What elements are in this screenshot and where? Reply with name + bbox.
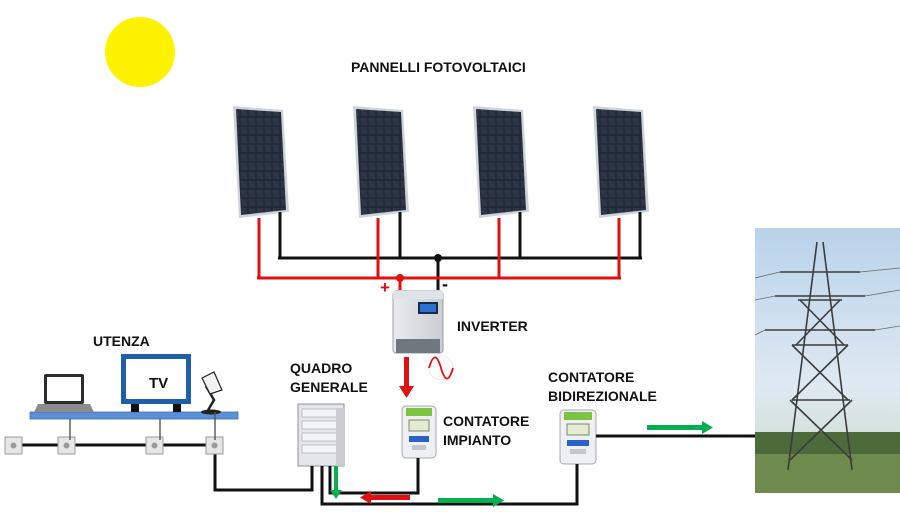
quadro-label-line2: GENERALE — [290, 379, 368, 395]
inverter-to-meter-arrow — [399, 357, 414, 398]
solar-panel-icon — [353, 106, 409, 218]
household-loads — [4, 354, 239, 455]
ac-wiring — [213, 434, 758, 506]
contatore-bidir-label-line1: CONTATORE — [548, 369, 634, 385]
wall-socket-icon — [57, 436, 76, 455]
desk-lamp-icon — [201, 371, 223, 415]
bidirectional-meter-icon — [559, 409, 597, 465]
positive-junction — [396, 274, 404, 282]
export-arrow — [438, 494, 504, 507]
quadro-label-line1: QUADRO — [290, 360, 352, 376]
power-pylon-icon — [754, 228, 900, 493]
panels-title: PANNELLI FOTOVOLTAICI — [351, 59, 526, 75]
grid-export-arrow — [647, 421, 713, 434]
contatore-impianto-label-line2: IMPIANTO — [443, 432, 511, 448]
utenza-label: UTENZA — [93, 333, 150, 349]
sun-icon — [105, 17, 175, 87]
solar-panels — [233, 106, 649, 218]
contatore-impianto-label-line1: CONTATORE — [443, 413, 529, 429]
minus-sign: - — [442, 274, 448, 294]
inverter-label: INVERTER — [457, 318, 528, 334]
wall-socket-icon — [145, 436, 164, 455]
contatore-bidir-label-line2: BIDIREZIONALE — [548, 388, 657, 404]
positive-wiring — [257, 218, 621, 290]
sine-wave-icon — [428, 355, 454, 381]
wall-socket-icon — [4, 436, 23, 455]
meter-icon — [401, 405, 437, 459]
tv-icon — [121, 354, 191, 412]
solar-panel-icon — [473, 106, 529, 218]
plus-sign: + — [380, 278, 390, 297]
negative-junction — [434, 254, 442, 262]
inverter-icon — [392, 290, 444, 354]
laptop-icon — [34, 374, 94, 412]
export-arrow-vertical — [330, 466, 342, 499]
solar-panel-icon — [233, 106, 289, 218]
solar-panel-icon — [593, 106, 649, 218]
negative-wiring — [278, 212, 642, 290]
breaker-panel-icon — [297, 403, 345, 467]
import-arrow — [360, 491, 410, 504]
tv-label: TV — [149, 375, 168, 392]
